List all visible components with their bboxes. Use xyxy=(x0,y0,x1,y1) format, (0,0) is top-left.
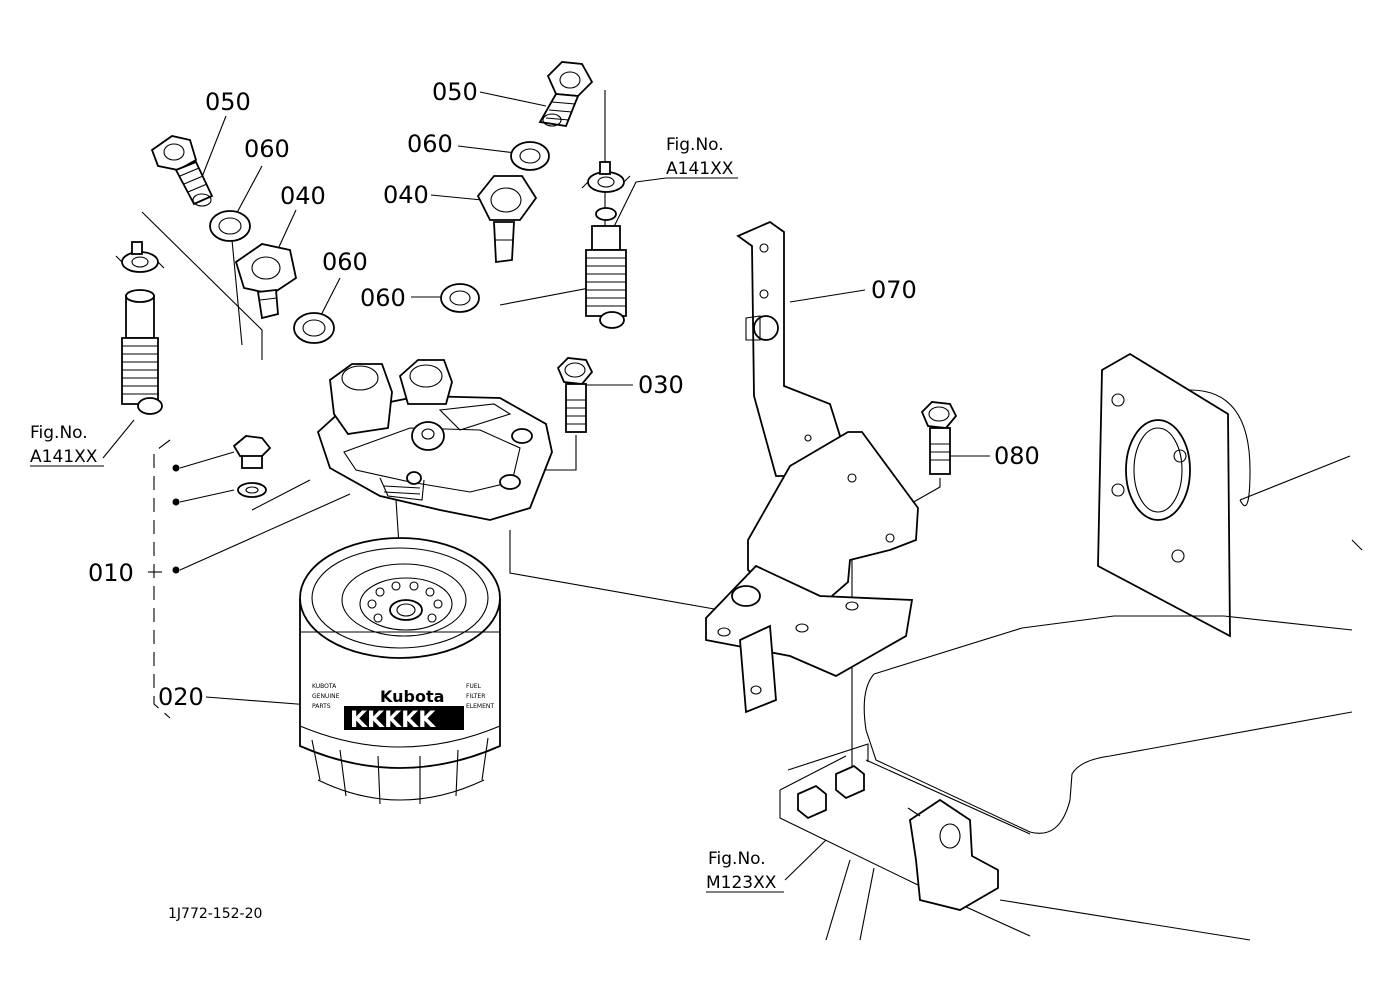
label-040-left: 040 xyxy=(280,182,326,210)
label-060-left-lower: 060 xyxy=(322,248,368,276)
label-020: 020 xyxy=(158,683,204,711)
filter-side-left-3: PARTS xyxy=(312,703,331,710)
banjo-fitting-left xyxy=(234,243,298,320)
filter-side-left-1: KUBOTA xyxy=(312,683,337,690)
vent-plug xyxy=(232,435,272,469)
bolt-080 xyxy=(920,401,958,475)
engine-flange xyxy=(1097,352,1351,638)
mounting-bracket xyxy=(705,220,919,714)
filter-side-right-1: FUEL xyxy=(466,683,482,690)
filter-head xyxy=(316,359,553,521)
label-050-top: 050 xyxy=(432,78,478,106)
label-010: 010 xyxy=(88,559,134,587)
figref-left-number: A141XX xyxy=(30,447,98,467)
label-080: 080 xyxy=(994,442,1040,470)
bolt-030 xyxy=(556,357,594,433)
filter-side-left-2: GENUINE xyxy=(312,693,340,700)
banjo-bolt-top xyxy=(538,61,594,127)
label-060-lower: 060 xyxy=(360,284,406,312)
banjo-fitting-top xyxy=(476,175,538,264)
filter-side-right-2: FILTER xyxy=(466,693,485,700)
filter-brand: Kubota xyxy=(380,687,444,706)
label-030: 030 xyxy=(638,371,684,399)
drawing-code: 1J772-152-20 xyxy=(168,906,262,922)
vent-washer xyxy=(237,482,267,498)
hose-clamp-right xyxy=(581,161,631,193)
hose-clamp-left xyxy=(115,241,165,273)
figref-bottom-caption: Fig.No. xyxy=(708,849,766,869)
group-bracket-010 xyxy=(153,439,180,719)
label-050-left: 050 xyxy=(205,88,251,116)
label-060-left-upper: 060 xyxy=(244,135,290,163)
figref-bottom-number: M123XX xyxy=(706,873,777,893)
figure-references: Fig.No. A141XX Fig.No. A141XX Fig.No. M1… xyxy=(30,135,784,893)
filter-side-right-3: ELEMENT xyxy=(466,703,494,710)
label-070: 070 xyxy=(871,276,917,304)
washer-top-lower xyxy=(440,283,480,313)
hose-left xyxy=(121,289,163,415)
washer-left-lower xyxy=(293,312,335,344)
washer-left-upper xyxy=(209,210,251,242)
washer-top-upper xyxy=(510,141,550,171)
figref-top-number: A141XX xyxy=(666,159,734,179)
filter-band-text: KKKKK xyxy=(350,708,436,733)
figref-left-caption: Fig.No. xyxy=(30,423,88,443)
label-060-top: 060 xyxy=(407,130,453,158)
fuel-filter-cartridge: Kubota KKKKK KUBOTA GENUINE PARTS FUEL F… xyxy=(299,537,501,805)
engine-frame xyxy=(779,539,1363,941)
figref-top-caption: Fig.No. xyxy=(666,135,724,155)
hose-right xyxy=(585,207,627,329)
part-labels: 050 060 040 060 050 060 040 060 030 070 … xyxy=(88,78,1040,711)
banjo-bolt-left xyxy=(150,135,214,207)
label-040-top: 040 xyxy=(383,181,429,209)
